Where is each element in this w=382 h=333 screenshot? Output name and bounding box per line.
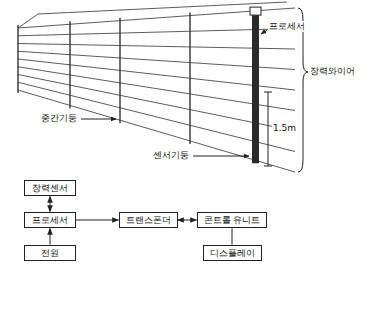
part-label-text: 1.5m (273, 123, 296, 134)
process-box: 트랜스폰더 (119, 212, 178, 229)
connector (178, 219, 197, 220)
part-label-text: 장력와이어 (310, 66, 355, 77)
sensor-pole (252, 15, 259, 163)
part-label: 장력와이어 (309, 66, 356, 77)
rail (18, 14, 38, 28)
box-label: 프로세서 (31, 215, 69, 226)
connector (50, 228, 51, 244)
connector (232, 228, 233, 244)
processor-box (250, 7, 261, 15)
process-box: 프로세서 (24, 212, 76, 229)
part-label-text: 센서기둥 (153, 150, 189, 161)
brace (298, 8, 308, 172)
process-box: 디스플레이 (203, 245, 262, 262)
box-label: 디스플레이 (210, 248, 255, 259)
leader-line (261, 30, 267, 34)
part-label: 센서기둥 (152, 150, 190, 161)
part-label-text: 프로세서 (269, 21, 305, 32)
intermediate-pole (17, 25, 18, 93)
leader-line (193, 156, 249, 157)
process-box: 전원 (24, 245, 76, 262)
intermediate-pole (119, 18, 120, 124)
box-label: 콘트롤 유니트 (204, 215, 261, 226)
process-box: 콘트롤 유니트 (197, 212, 268, 229)
intermediate-pole (69, 21, 70, 108)
part-label-text: 중간기둥 (41, 113, 77, 124)
box-label: 트랜스폰더 (126, 215, 171, 226)
fence (18, 2, 295, 172)
intermediate-pole (189, 13, 190, 144)
connector (76, 219, 119, 220)
process-box: 장력센서 (24, 180, 76, 197)
box-label: 장력센서 (31, 183, 69, 194)
connector (50, 196, 51, 211)
part-label: 중간기둥 (40, 113, 78, 124)
part-label: 1.5m (272, 123, 297, 134)
leader-line (81, 119, 116, 120)
dimension-line (264, 92, 272, 166)
box-label: 전원 (31, 248, 69, 259)
part-label: 프로세서 (268, 21, 306, 32)
